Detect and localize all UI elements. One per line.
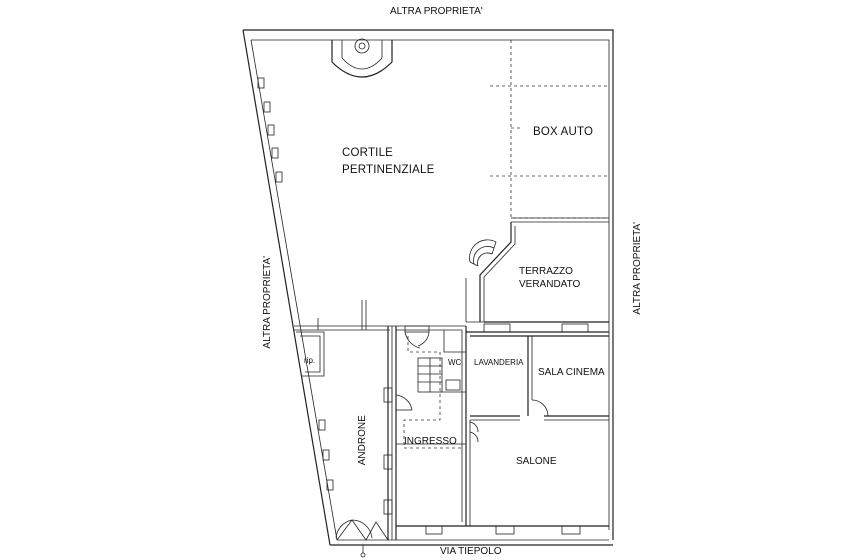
left-wall-pilasters: [257, 77, 334, 491]
laundry-label: LAVANDERIA: [474, 358, 524, 367]
terrace-outline: [465, 222, 609, 323]
courtyard-boundary: [294, 300, 466, 331]
cinema-label: SALA CINEMA: [538, 367, 605, 378]
garage-outline: [490, 40, 609, 223]
terrace-label-line2: VERANDATO: [519, 279, 581, 290]
entrance-stair-area: [395, 325, 467, 540]
courtyard-label-line1: CORTILE: [342, 147, 394, 159]
living-room-label: SALONE: [516, 456, 557, 467]
wc-label: WC: [448, 358, 462, 367]
left-neighbor-label: ALTRA PROPRIETA': [262, 255, 274, 349]
entrance-label: INGRESSO: [404, 436, 457, 447]
right-rooms-walls: [466, 323, 609, 535]
androne-walls: [296, 326, 393, 558]
right-neighbor-label: ALTRA PROPRIETA': [632, 221, 644, 315]
hall-label: ANDRONE: [356, 415, 368, 466]
terrace-label-line1: TERRAZZO: [519, 266, 573, 277]
fountain-niche: [331, 38, 393, 78]
street-label: VIA TIEPOLO: [440, 546, 502, 557]
storage-label: rip.: [304, 356, 316, 365]
courtyard-label-line2: PERTINENZIALE: [342, 164, 435, 176]
outer-perimeter: [242, 29, 614, 546]
garage-label: BOX AUTO: [533, 126, 594, 138]
top-neighbor-label: ALTRA PROPRIETA': [390, 6, 483, 17]
